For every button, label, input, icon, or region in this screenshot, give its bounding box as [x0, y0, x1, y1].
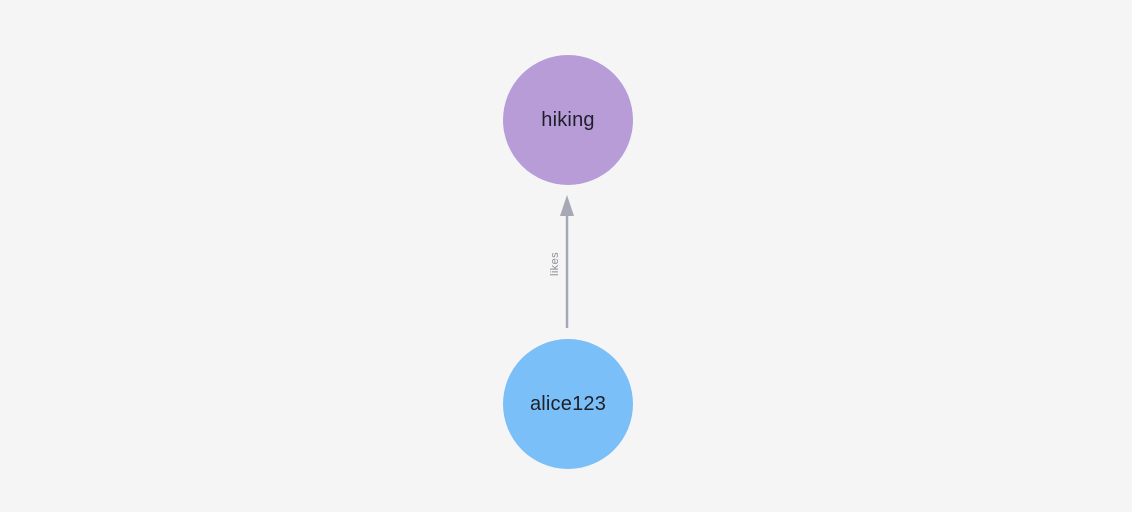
- arrowhead-icon: [560, 195, 574, 216]
- node-label-hiking: hiking: [541, 108, 595, 131]
- node-label-alice123: alice123: [529, 392, 607, 415]
- graph-node-alice123[interactable]: alice123: [503, 339, 633, 469]
- graph-node-hiking[interactable]: hiking: [503, 55, 633, 185]
- edge-label-likes: likes: [549, 251, 561, 277]
